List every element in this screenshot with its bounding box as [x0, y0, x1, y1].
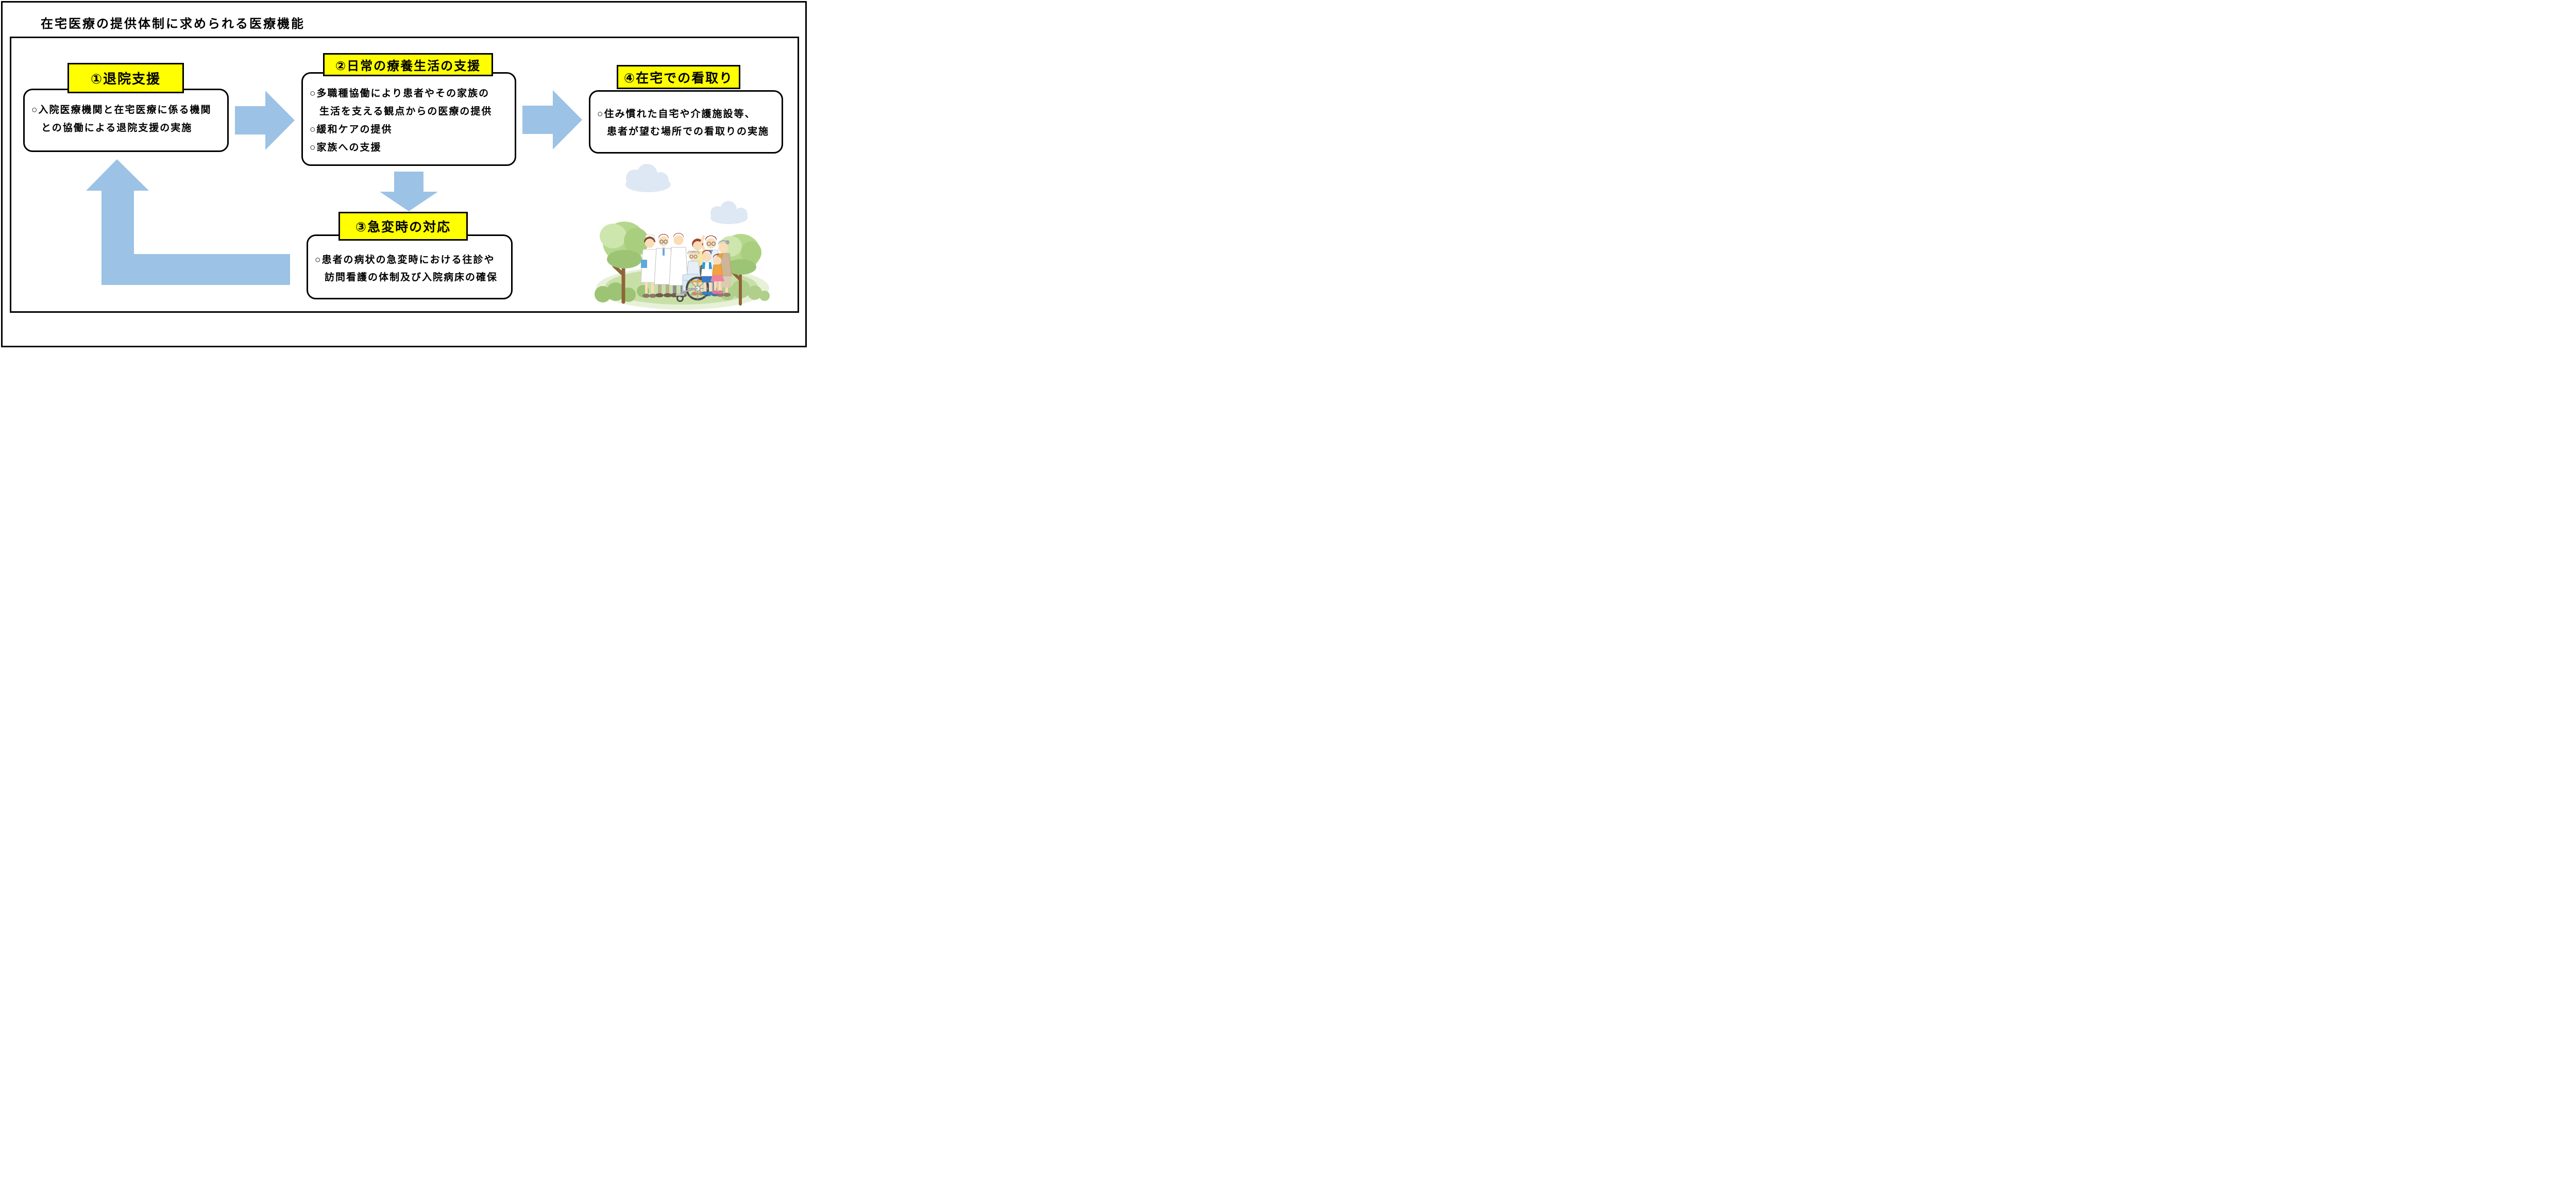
flow-box-body-home-end-of-life: ○住み慣れた自宅や介護施設等、 患者が望む場所での看取りの実施	[589, 90, 783, 154]
flow-box-header-discharge-support: ①退院支援	[67, 63, 184, 93]
girl-figure	[710, 253, 724, 294]
body-text-line: ○患者の病状の急変時における往診や	[315, 255, 495, 265]
body-text-line: ○住み慣れた自宅や介護施設等、	[597, 109, 756, 120]
flow-box-body-discharge-support: ○入院医療機関と在宅医療に係る機関 との協働による退院支援の実施	[23, 89, 229, 152]
body-text-line: ○入院医療機関と在宅医療に係る機関	[31, 105, 212, 115]
body-text-line: 訪問看護の体制及び入院病床の確保	[325, 272, 498, 283]
flow-box-body-daily-care-support: ○多職種協働により患者やその家族の 生活を支える観点からの医療の提供 ○緩和ケア…	[301, 72, 516, 166]
body-text-line: 患者が望む場所での看取りの実施	[607, 126, 770, 137]
body-text-line: との協働による退院支援の実施	[41, 123, 193, 133]
cloud-icon	[625, 164, 671, 192]
arrow-down-icon	[380, 172, 438, 211]
page-title: 在宅医療の提供体制に求められる医療機能	[41, 17, 305, 31]
boy-figure	[701, 245, 714, 295]
arrow-right-icon	[235, 91, 295, 150]
arrow-right-icon	[522, 90, 582, 149]
flow-box-body-emergency-response: ○患者の病状の急変時における往診や 訪問看護の体制及び入院病床の確保	[307, 234, 513, 299]
flow-box-header-home-end-of-life: ④在宅での看取り	[617, 65, 740, 89]
medical-team-illustration	[595, 164, 770, 310]
nurse-figure	[640, 234, 659, 298]
image-border	[1, 1, 807, 347]
tree-icon	[600, 222, 649, 304]
body-text-line: ○緩和ケアの提供	[310, 124, 393, 135]
elderly-man-in-wheelchair-figure	[676, 249, 709, 302]
diagram-screenshot: 在宅医療の提供体制に求められる医療機能 ○入院医療機関と在宅医療に係る機関 との…	[0, 0, 808, 348]
body-text-line: 生活を支える観点からの医療の提供	[319, 106, 493, 117]
doctor-figure	[654, 234, 673, 297]
cloud-icon	[710, 201, 748, 224]
body-text-line: ○家族への支援	[310, 142, 382, 153]
arrow-return-up-icon	[86, 159, 290, 285]
flow-box-header-emergency-response: ③急変時の対応	[338, 212, 468, 241]
body-text-line: ○多職種協働により患者やその家族の	[310, 88, 490, 99]
flow-box-header-daily-care-support: ②日常の療養生活の支援	[323, 53, 493, 76]
